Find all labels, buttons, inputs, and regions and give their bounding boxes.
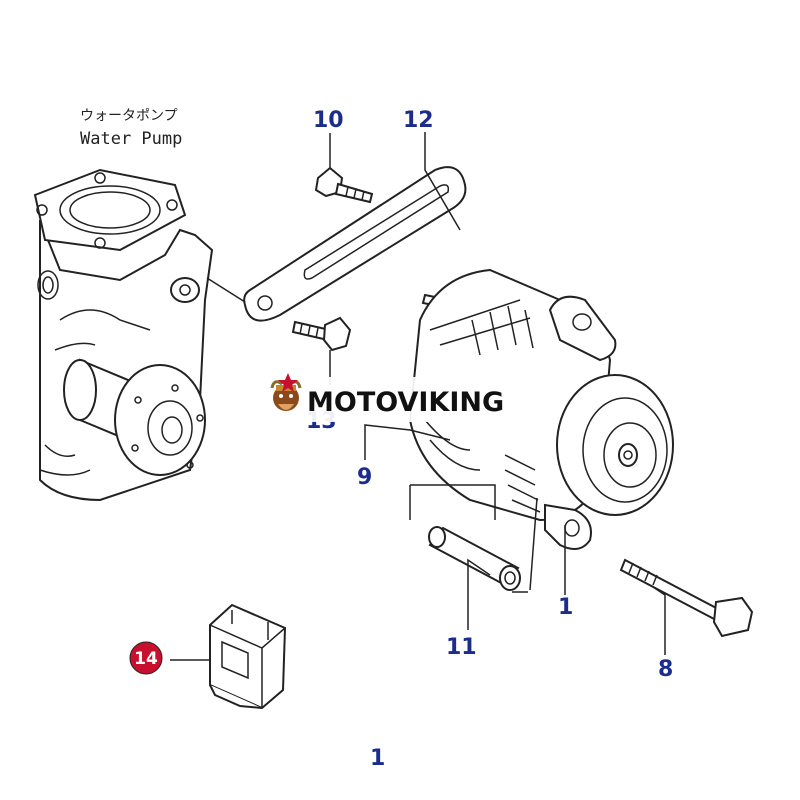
bolt-10-drawing [314,166,374,204]
pump-label-japanese: ウォータポンプ [80,108,178,124]
callout-12: 12 [403,108,434,133]
callout-14: 14 [134,649,158,669]
pump-label-english: Water Pump [80,129,182,149]
watermark: MOTOVIKING [262,373,534,422]
callout-10: 10 [313,108,344,133]
viking-logo-icon [270,373,302,411]
watermark-brand: MOTOVIKING [307,387,504,418]
callout-1: 1 [558,595,573,620]
water-pump-drawing [33,168,214,502]
adjusting-bracket-drawing [243,166,467,322]
leader-lines [170,132,666,661]
bolt-13-drawing [291,316,352,352]
relay-14-drawing [209,603,287,710]
callout-14-badge [129,641,163,675]
bolt-8-drawing [619,558,754,638]
callout-8: 8 [658,657,673,682]
spacer-bracket-outline [410,484,496,520]
callout-11: 11 [446,635,477,660]
page-number: 1 [370,746,385,771]
callout-9: 9 [357,465,372,490]
spacer-11-drawing [428,526,521,591]
watermark-bg [262,377,534,422]
